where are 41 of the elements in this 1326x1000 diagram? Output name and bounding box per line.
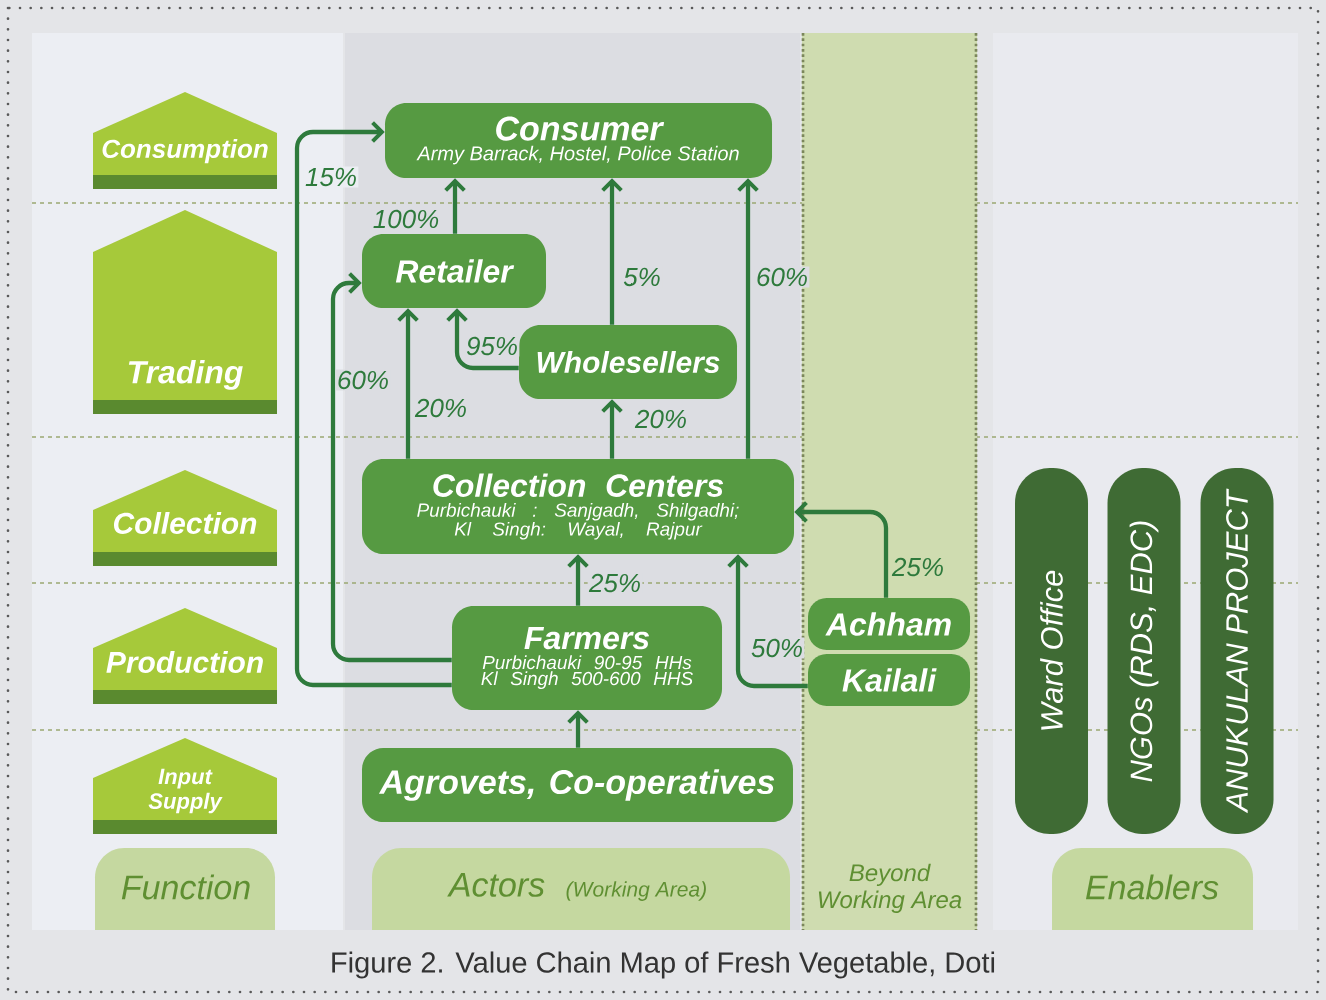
edge-label: 25%	[890, 556, 946, 578]
column-tab: Enablers	[1052, 848, 1253, 930]
arrow	[737, 178, 759, 459]
arrow	[397, 308, 419, 459]
column-tab: Function	[95, 848, 275, 930]
edge-label: 25%	[587, 572, 643, 594]
edge-label: 60%	[754, 266, 810, 288]
actor-box: Collection Centers Purbichauki : Sanjgadh, Shilgadhi; Kl Singh: Wayal, Rajpur	[362, 459, 794, 554]
stage-pentagon: Trading	[93, 210, 277, 414]
edge-label: 95%	[464, 335, 520, 357]
stage-pentagon: Collection	[93, 470, 277, 566]
caption: Figure 2. Value Chain Map of Fresh Vegetable, Doti	[332, 951, 995, 979]
arrow	[444, 178, 466, 234]
edge-label: 100%	[371, 208, 441, 230]
enabler-pill: Ward Office	[1015, 468, 1088, 834]
edge-label: 50%	[749, 637, 805, 659]
actor-box: Wholesellers	[519, 325, 737, 399]
arrow	[446, 308, 519, 371]
edge-label: 20%	[413, 397, 469, 419]
enabler-pill: NGOs (RDS, EDC)	[1107, 468, 1181, 834]
arrow	[567, 554, 589, 606]
actor-box: Consumer Army Barrack, Hostel, Police Station	[385, 103, 772, 178]
actor-box: Retailer	[362, 234, 546, 308]
column-tab: Actors (Working Area)	[372, 848, 790, 930]
stage-pentagon: Input Supply	[93, 738, 277, 834]
arrow	[601, 178, 623, 325]
actor-box: Kailali	[808, 654, 970, 706]
actor-box: Achham	[808, 598, 970, 650]
arrow	[330, 272, 452, 663]
arrow	[794, 501, 889, 598]
arrow	[294, 121, 452, 688]
arrow	[567, 710, 589, 748]
stage-pentagon: Consumption	[93, 92, 277, 189]
edge-label: 20%	[633, 408, 689, 430]
arrow	[601, 399, 623, 459]
actor-box: Farmers Purbichauki 90-95 HHs Kl Singh 500-600 HHS	[452, 606, 722, 710]
actor-box: Agrovets, Co-operatives	[362, 748, 793, 822]
stage-pentagon: Production	[93, 608, 277, 704]
arrow	[727, 554, 808, 689]
enabler-pill: ANUKULAN PROJECT	[1200, 468, 1274, 834]
edge-label: 60%	[335, 369, 391, 391]
